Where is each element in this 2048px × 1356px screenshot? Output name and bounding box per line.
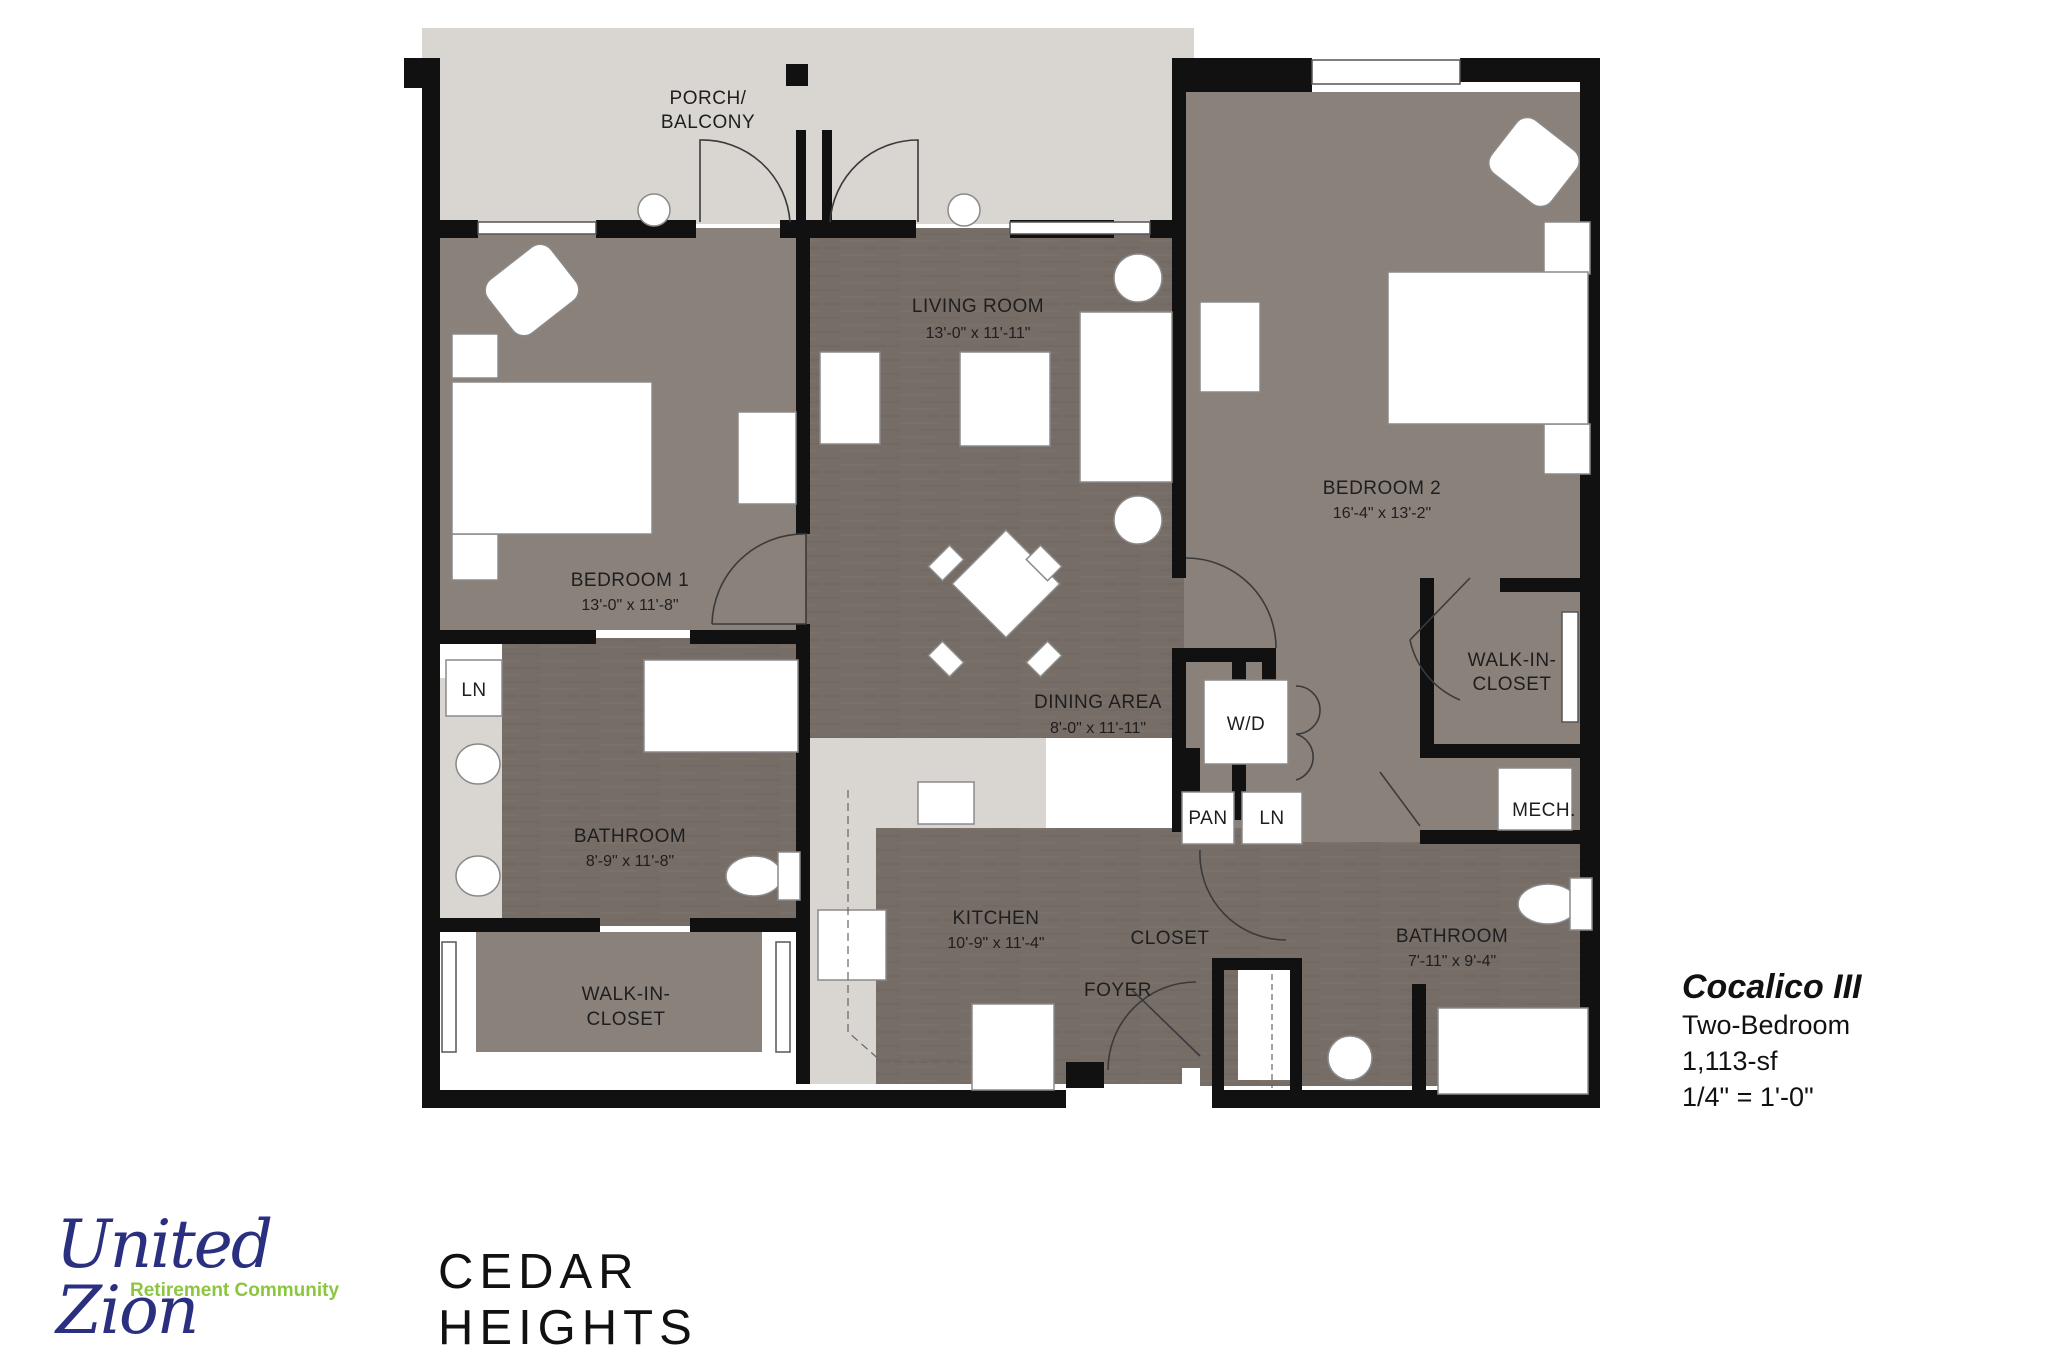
pan-label: PAN xyxy=(1188,808,1227,829)
sofa-icon xyxy=(1079,311,1173,483)
closet-floor xyxy=(1238,960,1298,1080)
porch-label-2: BALCONY xyxy=(661,112,755,133)
desk-living-icon xyxy=(819,351,881,445)
brand-logo-script: United Zion xyxy=(56,1206,273,1349)
end-table-top-icon xyxy=(1113,253,1163,303)
bedroom2-dim: 16'-4" x 13'-2" xyxy=(1333,505,1431,522)
living-label: LIVING ROOM xyxy=(912,296,1044,317)
nightstand-icon xyxy=(1543,423,1591,475)
ln-shelf-1 xyxy=(445,659,503,717)
walkin2-label: WALK-IN- xyxy=(1468,650,1557,671)
bath2-label: BATHROOM xyxy=(1396,926,1508,947)
plan-area: 1,113-sf xyxy=(1682,1046,1778,1076)
toilet-bath2-icon xyxy=(1517,877,1593,931)
chair-bedroom2-icon xyxy=(1488,116,1580,208)
toilet-bath1-icon xyxy=(725,851,801,901)
end-table-bottom-icon xyxy=(1113,495,1163,545)
sink-icon xyxy=(455,855,501,897)
coffee-table-icon xyxy=(959,351,1051,447)
walkin1-floor xyxy=(476,932,762,1052)
pan-box xyxy=(1181,791,1235,845)
chair-bedroom1-icon xyxy=(484,243,580,337)
plan-type: Two-Bedroom xyxy=(1682,1010,1851,1040)
planter-right-icon xyxy=(947,193,981,227)
nightstand-icon xyxy=(451,533,499,581)
room-labels: PORCH/ BALCONY LIVING ROOM 13'-0" x 11'-… xyxy=(461,88,1576,1030)
bed-bedroom1-icon xyxy=(451,381,653,535)
plan-scale: 1/4" = 1'-0" xyxy=(1682,1082,1814,1112)
doors xyxy=(699,139,1471,1071)
bedroom1-label: BEDROOM 1 xyxy=(571,570,690,591)
plan-name: Cocalico III xyxy=(1682,968,1862,1006)
fridge-icon xyxy=(971,1003,1055,1091)
nightstand-icon xyxy=(451,333,499,379)
dresser-bedroom1-icon xyxy=(737,411,797,505)
wd-unit-icon xyxy=(1203,679,1289,765)
nightstand-icon xyxy=(1543,221,1591,275)
ln2-label: LN xyxy=(1259,808,1284,829)
brand-name: CEDAR HEIGHTS xyxy=(438,1245,698,1355)
foyer-label: FOYER xyxy=(1084,980,1152,1001)
wd-label: W/D xyxy=(1227,714,1265,735)
shower-bath2-icon xyxy=(1437,1007,1589,1095)
closet-label: CLOSET xyxy=(1130,928,1209,949)
walkin2-label-2: CLOSET xyxy=(1472,674,1551,695)
ln1-label: LN xyxy=(461,680,486,701)
floor-plan: PORCH/ BALCONY LIVING ROOM 13'-0" x 11'-… xyxy=(404,28,1600,1108)
plan-info: Cocalico III Two-Bedroom 1,113-sf 1/4" =… xyxy=(1682,967,2012,1115)
sink-icon xyxy=(455,743,501,785)
windows xyxy=(441,59,1579,1053)
dining-table-icon xyxy=(927,529,1063,678)
shower-bath1-icon xyxy=(643,659,799,753)
bed-bedroom2-icon xyxy=(1387,271,1589,425)
bath1-label: BATHROOM xyxy=(574,826,686,847)
dining-label: DINING AREA xyxy=(1034,692,1162,713)
bedroom1-dim: 13'-0" x 11'-8" xyxy=(581,597,678,614)
bath1-dim: 8'-9" x 11'-8" xyxy=(586,853,674,870)
bath2-dim: 7'-11" x 9'-4" xyxy=(1408,953,1496,970)
kitchen-island xyxy=(917,781,975,825)
dresser-bedroom2-icon xyxy=(1199,301,1261,393)
porch-label: PORCH/ xyxy=(670,88,747,109)
mech-unit-icon xyxy=(1497,767,1573,831)
kitchen-counter-line xyxy=(847,790,972,1063)
range-icon xyxy=(817,909,887,981)
planter-left-icon xyxy=(637,193,671,227)
mech-label: MECH. xyxy=(1512,800,1576,821)
kitchen-dim: 10'-9" x 11'-4" xyxy=(947,935,1044,952)
porch-floor xyxy=(422,28,1194,224)
kitchen-label: KITCHEN xyxy=(953,908,1040,929)
walkin1-label: WALK-IN- xyxy=(582,984,671,1005)
ln-box-2 xyxy=(1241,791,1303,845)
furniture xyxy=(445,116,1593,1095)
brand-logo-subtitle: Retirement Community xyxy=(130,1280,340,1301)
sink-icon xyxy=(1327,1035,1373,1081)
walkin1-label-2: CLOSET xyxy=(586,1009,665,1030)
dining-dim: 8'-0" x 11'-11" xyxy=(1050,720,1146,737)
living-dim: 13'-0" x 11'-11" xyxy=(926,325,1031,342)
bedroom2-label: BEDROOM 2 xyxy=(1323,478,1442,499)
